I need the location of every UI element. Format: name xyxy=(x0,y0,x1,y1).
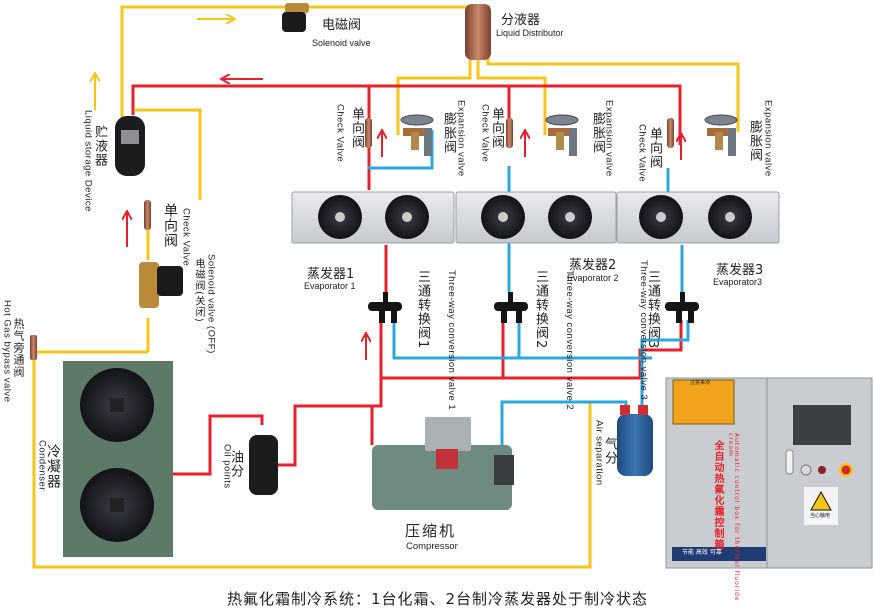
liquid-line-receiver-down xyxy=(135,108,202,200)
expansion-valve-icon xyxy=(545,114,579,156)
control-panel-hazard-label: 当心触电 xyxy=(810,513,831,519)
control-panel-warning-label: 注意事项 xyxy=(690,380,711,386)
liquid-line-dist-1 xyxy=(396,60,472,135)
gas-separator-icon xyxy=(617,405,653,476)
liquid-receiver-icon xyxy=(115,116,145,176)
check-valve-left-en-label: Check Valve xyxy=(180,208,192,267)
evaporator-2-en-label: Evaporator 2 xyxy=(567,273,619,283)
liquid-line-dist-3 xyxy=(486,55,740,132)
check-valve-left-cn-label: 单向阀 xyxy=(162,203,178,248)
three-way-3-en-label: Three-way conversion valve 3 xyxy=(638,260,649,401)
oil-separator-en-label: Oil points xyxy=(221,444,233,489)
expansion-valve-3-en-label: Expansion valve xyxy=(762,100,774,177)
evaporator-3-en-label: Evaporator3 xyxy=(713,277,763,287)
check-valve-3-en-label: Check Valve xyxy=(636,124,648,183)
three-way-2-cn-label: 三通转换阀2 xyxy=(533,270,548,350)
hot-gas-bypass-valve-icon xyxy=(30,335,37,360)
check-valve-icon xyxy=(667,118,674,148)
three-way-valve-icon xyxy=(665,292,699,323)
liquid-lines xyxy=(32,5,740,569)
solenoid-valve-icon xyxy=(282,3,309,32)
expansion-valve-2-cn-label: 膨胀阀 xyxy=(590,112,605,154)
three-way-1-cn-label: 三通转换阀1 xyxy=(415,270,430,350)
evaporator-3-cn-label: 蒸发器3 xyxy=(716,263,764,278)
gas-separator-cn-label: 气分 xyxy=(602,437,617,465)
condenser-icon xyxy=(63,361,173,557)
oil-separator-cn-label: 油分 xyxy=(228,450,243,478)
control-panel-footer: 节能 高效 可靠 xyxy=(682,549,722,556)
check-valve-1-cn-label: 单向阀 xyxy=(349,107,364,149)
three-way-2-en-label: Three-way conversion valve 2 xyxy=(564,270,575,411)
liquid-line-top xyxy=(120,5,490,118)
liquid-distributor-cn-label: 分液器 xyxy=(501,13,541,28)
evaporator-2 xyxy=(455,191,617,244)
evaporator-1 xyxy=(291,191,455,244)
hot-gas-bypass-cn-label: 热气旁通阀 xyxy=(12,318,25,378)
check-valve-2-en-label: Check Valve xyxy=(479,104,491,163)
gas-separator-en-label: Air separation xyxy=(593,420,605,486)
compressor-en-label: Compressor xyxy=(406,541,458,552)
check-valve-1-en-label: Check Valve xyxy=(334,104,346,163)
check-valve-2-cn-label: 单向阀 xyxy=(489,107,504,149)
expansion-valve-1-cn-label: 膨胀阀 xyxy=(441,112,456,154)
control-panel-cn-label: 全自动热氟化霜控制箱 xyxy=(712,440,723,550)
expansion-valve-3-cn-label: 膨胀阀 xyxy=(747,120,762,162)
liquid-distributor-en-label: Liquid Distributor xyxy=(496,28,564,38)
oil-separator-icon xyxy=(249,435,278,495)
check-valve-icon xyxy=(506,118,513,148)
expansion-valve-icon xyxy=(400,114,434,156)
solenoid-valve-cn-label: 电磁阀 xyxy=(322,18,362,33)
diagram-caption: 热氟化霜制冷系统：1台化霜、2台制冷蒸发器处于制冷状态 xyxy=(226,590,649,608)
solenoid-valve-off-icon xyxy=(139,262,183,308)
compressor-cn-label: 压缩机 xyxy=(405,522,457,540)
hot-gas-line-top xyxy=(131,84,682,145)
liquid-line-dist-2 xyxy=(476,60,547,135)
evaporator-3 xyxy=(616,191,780,244)
three-way-1-en-label: Three-way conversion valve 1 xyxy=(446,270,457,411)
control-panel-icon xyxy=(665,377,873,569)
hot-gas-bypass-en-label: Hot Gas bypass valve xyxy=(1,300,13,403)
condenser-cn-label: 冷凝器 xyxy=(45,444,61,489)
evaporator-2-cn-label: 蒸发器2 xyxy=(569,258,617,273)
liquid-line-condenser-loop xyxy=(32,345,592,569)
three-way-3-cn-label: 三通转换阀3 xyxy=(645,270,660,350)
check-valve-3-cn-label: 单向阀 xyxy=(647,127,662,169)
expansion-valve-1-en-label: Expansion valve xyxy=(455,100,467,177)
expansion-valve-icon xyxy=(704,114,738,156)
solenoid-off-cn-label: 电磁阀(关闭) xyxy=(193,258,204,323)
solenoid-off-en-label: Solenoid valve (OFF) xyxy=(205,254,217,354)
compressor-icon xyxy=(372,417,514,510)
check-valve-icon xyxy=(365,118,372,148)
evaporator-1-en-label: Evaporator 1 xyxy=(304,281,356,291)
evaporator-1-cn-label: 蒸发器1 xyxy=(307,267,355,282)
three-way-valve-icon xyxy=(368,292,402,323)
condenser-en-label: Condenser xyxy=(36,440,48,491)
liquid-storage-cn-label: 贮液器 xyxy=(92,125,107,167)
expansion-valve-2-en-label: Expansion valve xyxy=(603,100,615,177)
check-valve-icon xyxy=(144,200,151,230)
liquid-storage-en-label: Liquid storage Device xyxy=(82,110,94,212)
three-way-valve-icon xyxy=(494,292,528,323)
liquid-distributor-icon xyxy=(465,4,491,60)
control-panel-en-label: Automatic control box for thermal fluori… xyxy=(727,433,740,602)
solenoid-valve-en-label: Solenoid valve xyxy=(312,38,371,48)
